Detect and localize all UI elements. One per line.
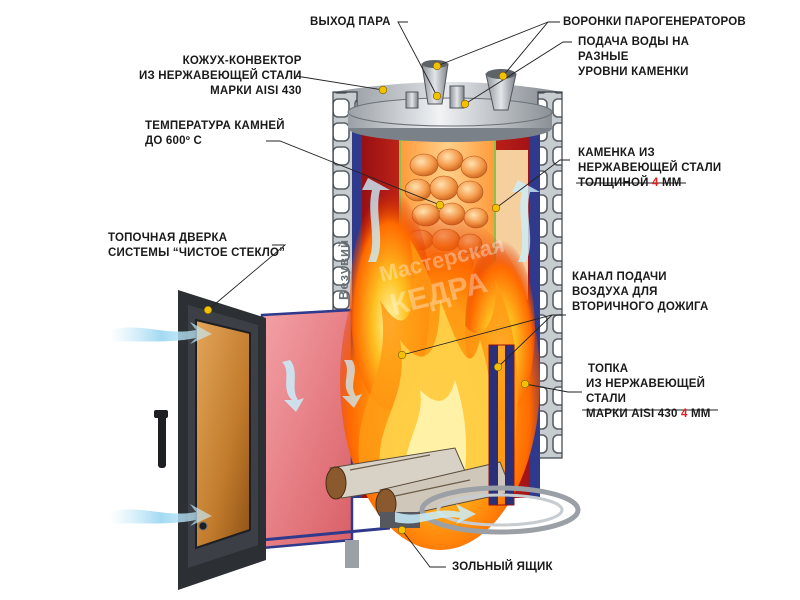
label-secondary-air-channel: КАНАЛ ПОДАЧИ ВОЗДУХА ДЛЯ ВТОРИЧНОГО ДОЖИ…	[572, 271, 709, 313]
label-convector-casing: КОЖУХ-КОНВЕКТОР ИЗ НЕРЖАВЕЮЩЕЙ СТАЛИ МАР…	[139, 55, 302, 97]
label-firebox: ТОПКА ИЗ НЕРЖАВЕЮЩЕЙ СТАЛИ МАРКИ AISI 43…	[586, 363, 711, 420]
label-steam-exit: ВЫХОД ПАРА	[310, 16, 391, 28]
label-stone-temperature: ТЕМПЕРАТУРА КАМНЕЙ ДО 600º С	[145, 120, 285, 147]
secondary-air-channel	[488, 344, 515, 506]
label-firebox-door: ТОПОЧНАЯ ДВЕРКА СИСТЕМЫ “ЧИСТОЕ СТЕКЛО”	[108, 232, 286, 259]
label-water-supply: ПОДАЧА ВОДЫ НА РАЗНЫЕ УРОВНИ КАМЕНКИ	[578, 36, 690, 78]
label-steam-generator-funnels: ВОРОНКИ ПАРОГЕНЕРАТОРОВ	[563, 16, 746, 28]
watermark: Мастерская КЕДРА	[377, 232, 507, 322]
leader-lines	[207, 21, 718, 568]
air-flow-arrows	[110, 178, 540, 526]
brand-mark: Везувий	[336, 239, 351, 300]
firebox-grade-line: МАРКИ AISI 430 4 ММ	[586, 408, 711, 420]
label-markers	[203, 61, 530, 535]
stove-lid	[347, 97, 553, 142]
firewood-logs	[325, 447, 513, 520]
label-ash-box: ЗОЛЬНЫЙ ЯЩИК	[452, 561, 553, 573]
label-stove-body: КАМЕНКА ИЗ НЕРЖАВЕЮЩЕЙ СТАЛИ ТОЛЩИНОЙ 4 …	[578, 147, 722, 189]
stove-thickness-line: ТОЛЩИНОЙ 4 ММ	[578, 177, 682, 189]
